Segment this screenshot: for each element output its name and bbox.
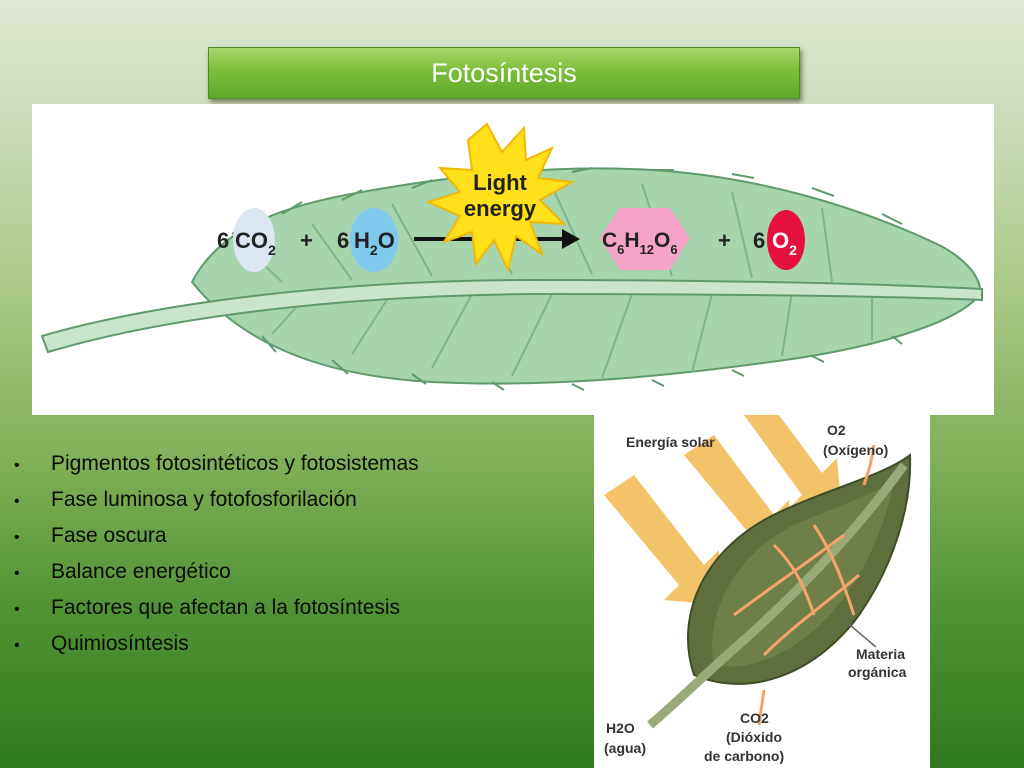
leaf-stem: [647, 462, 908, 729]
list-item-text: Balance energético: [51, 560, 231, 583]
list-item-text: Fase luminosa y fotofosforilación: [51, 488, 357, 511]
leaf-stem: [40, 278, 983, 354]
list-item-text: Quimiosíntesis: [51, 632, 189, 655]
list-item: • Fase luminosa y fotofosforilación: [12, 483, 582, 519]
list-item-text: Pigmentos fotosintéticos y fotosistemas: [51, 452, 419, 475]
list-item: • Quimiosíntesis: [12, 627, 582, 663]
bullet-icon: •: [14, 601, 20, 618]
co2-coefficient: 6: [217, 228, 229, 253]
list-item: • Fase oscura: [12, 519, 582, 555]
o2-formula: O2: [772, 228, 797, 258]
leaf-highlight: [712, 480, 894, 667]
o2-oval: [767, 210, 805, 270]
h2o-label-line1: H2O: [606, 720, 635, 736]
co2-label-line2: (Dióxido: [726, 729, 782, 745]
flow-arrows: [733, 444, 876, 726]
glucose-hexagon: [600, 208, 690, 270]
light-energy-label-line1: Light: [473, 170, 527, 195]
topics-list: • Pigmentos fotosintéticos y fotosistemas…: [12, 447, 582, 663]
bullet-icon: •: [14, 529, 20, 546]
plus-sign-2: +: [718, 228, 731, 253]
slide-title: Fotosíntesis: [208, 47, 800, 99]
materia-pointer: [843, 619, 877, 648]
list-item: • Balance energético: [12, 555, 582, 591]
h2o-formula: H2O: [354, 228, 395, 258]
co2-label-line1: CO2: [740, 710, 769, 726]
co2-label-line3: de carbono): [704, 748, 784, 764]
reaction-arrowhead: [562, 229, 580, 249]
h2o-label-line2: (agua): [604, 740, 646, 756]
bullet-icon: •: [14, 565, 20, 582]
glucose-formula: C6H12O6: [602, 229, 678, 257]
list-item-text: Fase oscura: [51, 524, 167, 547]
o2-coefficient: 6: [753, 228, 765, 253]
leaf-exchange-illustration: Energía solar O2 (Oxígeno) Materia orgán…: [604, 415, 912, 764]
co2-formula: CO2: [235, 228, 276, 258]
materia-label-line1: Materia: [856, 646, 905, 662]
list-item: • Factores que afectan a la fotosíntesis: [12, 591, 582, 627]
slide-title-text: Fotosíntesis: [431, 57, 577, 88]
leaf-serration-bottom: [261, 335, 903, 391]
bullet-icon: •: [14, 457, 20, 474]
light-energy-sunburst: [425, 122, 576, 274]
materia-label-line2: orgánica: [848, 664, 907, 680]
bullet-icon: •: [14, 637, 20, 654]
leaf-exchange-panel: Energía solar O2 (Oxígeno) Materia orgán…: [594, 415, 930, 768]
plus-sign-1: +: [300, 228, 313, 253]
energia-solar-label: Energía solar: [626, 434, 715, 450]
equation-leaf-panel: 6 CO2 + 6 H2O Light energy C6H12O6 + 6 O…: [32, 104, 994, 415]
bullet-icon: •: [14, 493, 20, 510]
list-item-text: Factores que afectan a la fotosíntesis: [51, 596, 401, 619]
leaf-blade: [190, 167, 982, 385]
equation-leaf-illustration: 6 CO2 + 6 H2O Light energy C6H12O6 + 6 O…: [40, 122, 983, 391]
light-energy-label-line2: energy: [464, 196, 537, 221]
o2-label-line2: (Oxígeno): [823, 442, 888, 458]
h2o-coefficient: 6: [337, 228, 349, 253]
list-item: • Pigmentos fotosintéticos y fotosistemas: [12, 447, 582, 483]
o2-label-line1: O2: [827, 422, 846, 438]
co2-oval: [233, 208, 275, 272]
h2o-oval: [350, 208, 398, 272]
